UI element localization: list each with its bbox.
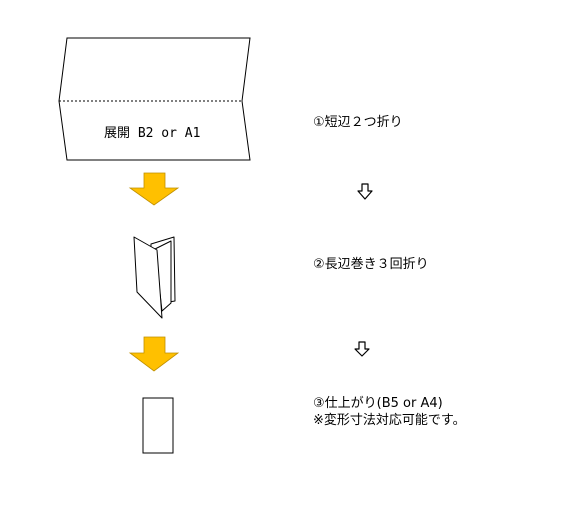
- step-3-block: ③仕上がり(B5 or A4) ※変形寸法対応可能です。: [313, 395, 466, 429]
- rolled-booklet: [133, 236, 176, 319]
- step-1-label: ①短辺２つ折り: [313, 115, 403, 130]
- finished-sheet: [142, 397, 174, 454]
- step-3-label: ③仕上がり(B5 or A4): [313, 396, 443, 411]
- sheet-outline: [58, 37, 251, 161]
- outline-down-arrow-icon: [357, 183, 373, 200]
- sheet-label: 展開 B2 or A1: [104, 126, 200, 141]
- down-arrow-icon: [128, 172, 180, 206]
- booklet-front-panel: [133, 236, 163, 319]
- step-3-note: ※変形寸法対応可能です。: [313, 413, 466, 428]
- unfolded-sheet: 展開 B2 or A1: [58, 37, 251, 161]
- outline-down-arrow-icon: [354, 341, 370, 357]
- step-2-label: ②長辺巻き３回折り: [313, 257, 429, 272]
- down-arrow-icon: [128, 336, 180, 372]
